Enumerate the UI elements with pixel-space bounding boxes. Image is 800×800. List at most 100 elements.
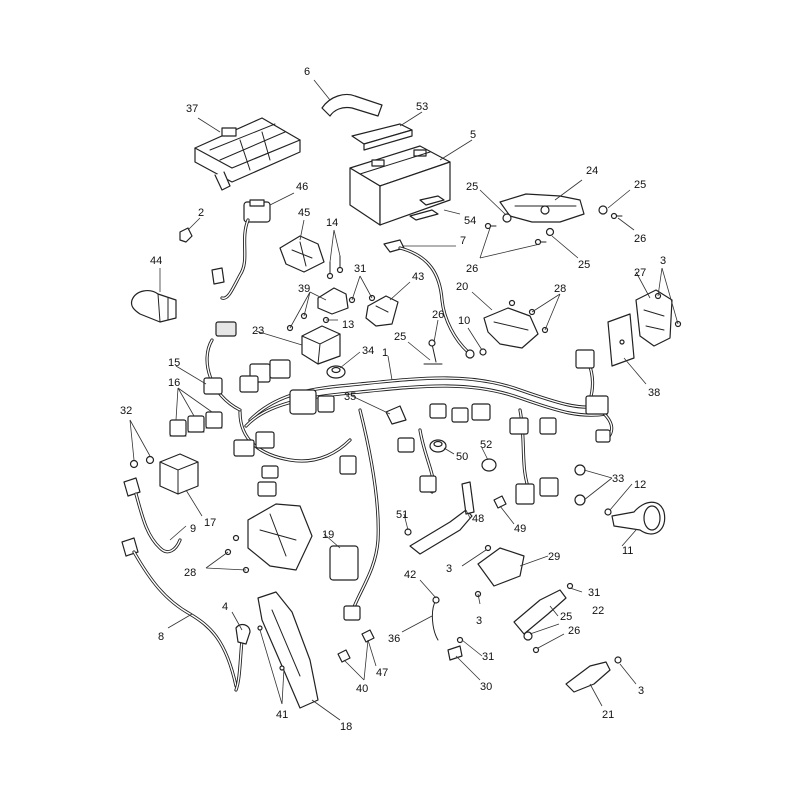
callout-49: 49	[514, 523, 526, 535]
part-cap-52	[481, 458, 497, 472]
callout-3-a: 3	[660, 255, 666, 267]
part-connector-44	[130, 290, 177, 323]
callout-54: 54	[464, 215, 476, 227]
callout-3-c: 3	[476, 615, 482, 627]
part-cover-21	[565, 656, 622, 693]
callout-25-a: 25	[466, 181, 478, 193]
part-grommet-34	[326, 365, 346, 379]
callout-30: 30	[480, 681, 492, 693]
callout-26-d: 26	[568, 625, 580, 637]
part-battery	[349, 145, 451, 226]
part-pad-53	[351, 123, 413, 151]
callout-35: 35	[344, 391, 356, 403]
part-screws-32	[129, 455, 155, 469]
callout-33: 33	[612, 473, 624, 485]
callout-45: 45	[298, 207, 310, 219]
part-bolts-14	[326, 255, 344, 280]
callout-24: 24	[586, 165, 598, 177]
callout-39: 39	[298, 283, 310, 295]
part-horn-11	[604, 501, 666, 535]
part-clips-40	[337, 629, 375, 663]
part-sensor-lead	[211, 199, 271, 300]
callout-50: 50	[456, 451, 468, 463]
callout-21: 21	[602, 709, 614, 721]
callout-31-b: 31	[588, 587, 600, 599]
part-bracket-22	[513, 582, 574, 654]
callout-18: 18	[340, 721, 352, 733]
callout-36: 36	[388, 633, 400, 645]
callout-13: 13	[342, 319, 354, 331]
callout-14: 14	[326, 217, 338, 229]
part-bracket-28	[224, 503, 313, 574]
callout-12: 12	[634, 479, 646, 491]
part-bracket-20	[483, 299, 549, 349]
callout-47: 47	[376, 667, 388, 679]
callout-25-b: 25	[634, 179, 646, 191]
callout-34: 34	[362, 345, 374, 357]
callout-25-c: 25	[578, 259, 590, 271]
callout-46: 46	[296, 181, 308, 193]
callout-10: 10	[458, 315, 470, 327]
callout-26-a: 26	[466, 263, 478, 275]
part-screw-10	[479, 348, 487, 356]
callout-23: 23	[252, 325, 264, 337]
callout-26-b: 26	[634, 233, 646, 245]
part-bolt-26	[423, 339, 443, 365]
part-earth-lead	[383, 239, 475, 359]
part-clips-33	[574, 464, 586, 506]
callout-41: 41	[276, 709, 288, 721]
callout-44: 44	[150, 255, 162, 267]
callout-53: 53	[416, 101, 428, 113]
callout-5: 5	[470, 129, 476, 141]
callout-29: 29	[548, 551, 560, 563]
part-pad-54	[409, 195, 445, 221]
callout-1: 1	[382, 347, 388, 359]
callout-42: 42	[404, 569, 416, 581]
callout-26-c: 26	[432, 309, 444, 321]
callout-22: 22	[592, 605, 604, 617]
callout-51: 51	[396, 509, 408, 521]
callout-6: 6	[304, 66, 310, 78]
part-grommet-50	[429, 439, 447, 453]
part-main-harness	[205, 321, 614, 621]
callout-32: 32	[120, 405, 132, 417]
callout-3-b: 3	[446, 563, 452, 575]
leader-lines	[129, 79, 679, 721]
part-plate-38	[607, 313, 635, 367]
callout-8: 8	[158, 631, 164, 643]
part-bracket-24	[499, 193, 585, 223]
part-screw-30	[447, 636, 464, 661]
part-bracket-29	[474, 544, 525, 598]
part-lead-4	[234, 623, 251, 692]
part-rod-36	[431, 596, 440, 641]
part-screws-26	[484, 212, 623, 246]
callout-25-d: 25	[394, 331, 406, 343]
callout-3-d: 3	[638, 685, 644, 697]
callout-16: 16	[168, 377, 180, 389]
part-relay-23	[301, 325, 341, 365]
part-lead-8	[121, 537, 238, 688]
callout-27: 27	[634, 267, 646, 279]
part-bracket-48	[404, 481, 507, 555]
callout-20: 20	[456, 281, 468, 293]
callout-2: 2	[198, 207, 204, 219]
part-strap	[321, 93, 383, 117]
part-bracket-27	[635, 289, 682, 347]
part-switch-43	[348, 294, 399, 327]
part-bracket-18	[257, 591, 319, 709]
callout-19: 19	[322, 529, 334, 541]
callout-25-e: 25	[560, 611, 572, 623]
callout-17: 17	[204, 517, 216, 529]
callout-9: 9	[190, 523, 196, 535]
part-fuse-tray	[194, 117, 301, 191]
callout-52: 52	[480, 439, 492, 451]
part-fuse-box-17	[159, 453, 199, 495]
part-sensor-39	[286, 287, 349, 332]
callout-labels: 6 53 5 37 2 46 45 14 44 7 25 24 25 54 26…	[120, 66, 666, 733]
callout-37: 37	[186, 103, 198, 115]
callout-31-c: 31	[482, 651, 494, 663]
callout-38: 38	[648, 387, 660, 399]
callout-31-a: 31	[354, 263, 366, 275]
callout-48: 48	[472, 513, 484, 525]
callout-28-a: 28	[554, 283, 566, 295]
